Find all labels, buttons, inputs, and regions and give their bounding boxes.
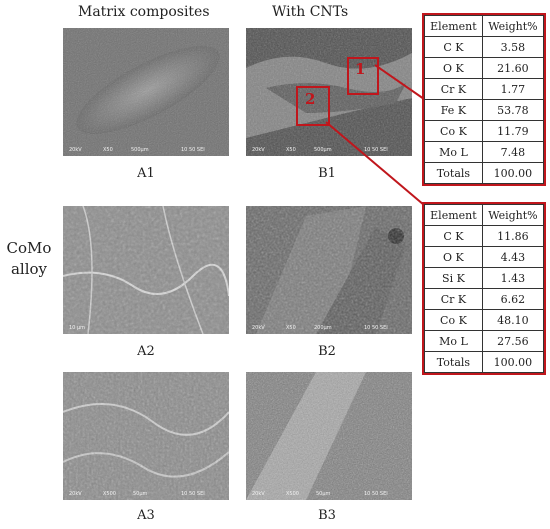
scalebar-length: 50μm <box>316 491 331 497</box>
cell-weight: 1.77 <box>481 78 545 100</box>
sem-texture-b3 <box>246 372 412 500</box>
region-marker-1-label: 1 <box>355 60 366 78</box>
scalebar-length: 10 μm <box>69 325 86 331</box>
scalebar-kv: 20kV <box>252 491 265 497</box>
cell-element: Totals <box>424 162 483 184</box>
header-element: Element <box>424 204 483 226</box>
region-marker-2 <box>296 86 330 126</box>
region-marker-2-label: 2 <box>305 90 316 108</box>
cell-element: Fe K <box>424 99 483 121</box>
column-title-matrix: Matrix composites <box>78 4 210 20</box>
cell-weight: 4.43 <box>481 246 545 268</box>
cell-element: Co K <box>424 120 483 142</box>
scalebar-info: 10 50 SEI <box>364 325 388 331</box>
scalebar-kv: 20kV <box>252 147 265 153</box>
cell-weight: 27.56 <box>481 330 545 352</box>
cell-element: Co K <box>424 309 483 331</box>
cell-weight: 21.60 <box>481 57 545 79</box>
sem-texture-a1 <box>63 28 229 156</box>
scalebar-length: 50μm <box>133 491 148 497</box>
scalebar-kv: 20kV <box>69 147 82 153</box>
cell-weight: 6.62 <box>481 288 545 310</box>
row-label-line-1: CoMo <box>6 239 52 257</box>
sem-texture-a2 <box>63 206 229 334</box>
header-element: Element <box>424 15 483 37</box>
scalebar-length: 500μm <box>131 147 149 153</box>
scalebar-mag: X50 <box>286 147 296 153</box>
cell-element: C K <box>424 36 483 58</box>
caption-b2: B2 <box>318 344 336 359</box>
cell-element: O K <box>424 246 483 268</box>
row-label: CoMo alloy <box>6 238 52 280</box>
scalebar-kv: 20kV <box>69 491 82 497</box>
cell-element: Mo L <box>424 330 483 352</box>
sem-image-a1: 20kV X50 500μm 10 50 SEI <box>63 28 229 156</box>
cell-weight: 53.78 <box>481 99 545 121</box>
column-title-cnts: With CNTs <box>272 4 349 20</box>
cell-weight: 11.79 <box>481 120 545 142</box>
row-label-line-2: alloy <box>10 260 48 278</box>
cell-weight: 7.48 <box>481 141 545 163</box>
scalebar-mag: X50 <box>286 325 296 331</box>
cell-weight: 100.00 <box>481 162 545 184</box>
cell-element: Cr K <box>424 288 483 310</box>
scalebar-mag: X500 <box>103 491 116 497</box>
scalebar-kv: 20kV <box>252 325 265 331</box>
cell-weight: 48.10 <box>481 309 545 331</box>
cell-weight: 1.43 <box>481 267 545 289</box>
sem-texture-b2 <box>246 206 412 334</box>
sem-image-b2: 20kV X50 200μm 10 50 SEI <box>246 206 412 334</box>
cell-element: Totals <box>424 351 483 373</box>
cell-weight: 11.86 <box>481 225 545 247</box>
scalebar-info: 10 50 SEI <box>364 491 388 497</box>
sem-texture-a3 <box>63 372 229 500</box>
table-header-row: Element Weight% <box>424 15 545 37</box>
caption-a2: A2 <box>137 344 155 359</box>
scalebar-length: 500μm <box>314 147 332 153</box>
cell-element: Si K <box>424 267 483 289</box>
cell-element: Mo L <box>424 141 483 163</box>
scalebar-length: 200μm <box>314 325 332 331</box>
sem-image-a3: 20kV X500 50μm 10 50 SEI <box>63 372 229 500</box>
header-weight: Weight% <box>481 15 545 37</box>
scalebar-mag: X500 <box>286 491 299 497</box>
cell-weight: 100.00 <box>481 351 545 373</box>
table-header-row: Element Weight% <box>424 204 545 226</box>
sem-image-a2: 10 μm <box>63 206 229 334</box>
cell-element: O K <box>424 57 483 79</box>
cell-element: C K <box>424 225 483 247</box>
cell-element: Cr K <box>424 78 483 100</box>
sem-image-b3: 20kV X500 50μm 10 50 SEI <box>246 372 412 500</box>
caption-a1: A1 <box>137 166 155 181</box>
scalebar-info: 10 50 SEI <box>364 147 388 153</box>
caption-b3: B3 <box>318 508 336 523</box>
scalebar-mag: X50 <box>103 147 113 153</box>
scalebar-info: 10 50 SEI <box>181 147 205 153</box>
caption-b1: B1 <box>318 166 336 181</box>
scalebar-info: 10 50 SEI <box>181 491 205 497</box>
cell-weight: 3.58 <box>481 36 545 58</box>
header-weight: Weight% <box>481 204 545 226</box>
caption-a3: A3 <box>137 508 155 523</box>
